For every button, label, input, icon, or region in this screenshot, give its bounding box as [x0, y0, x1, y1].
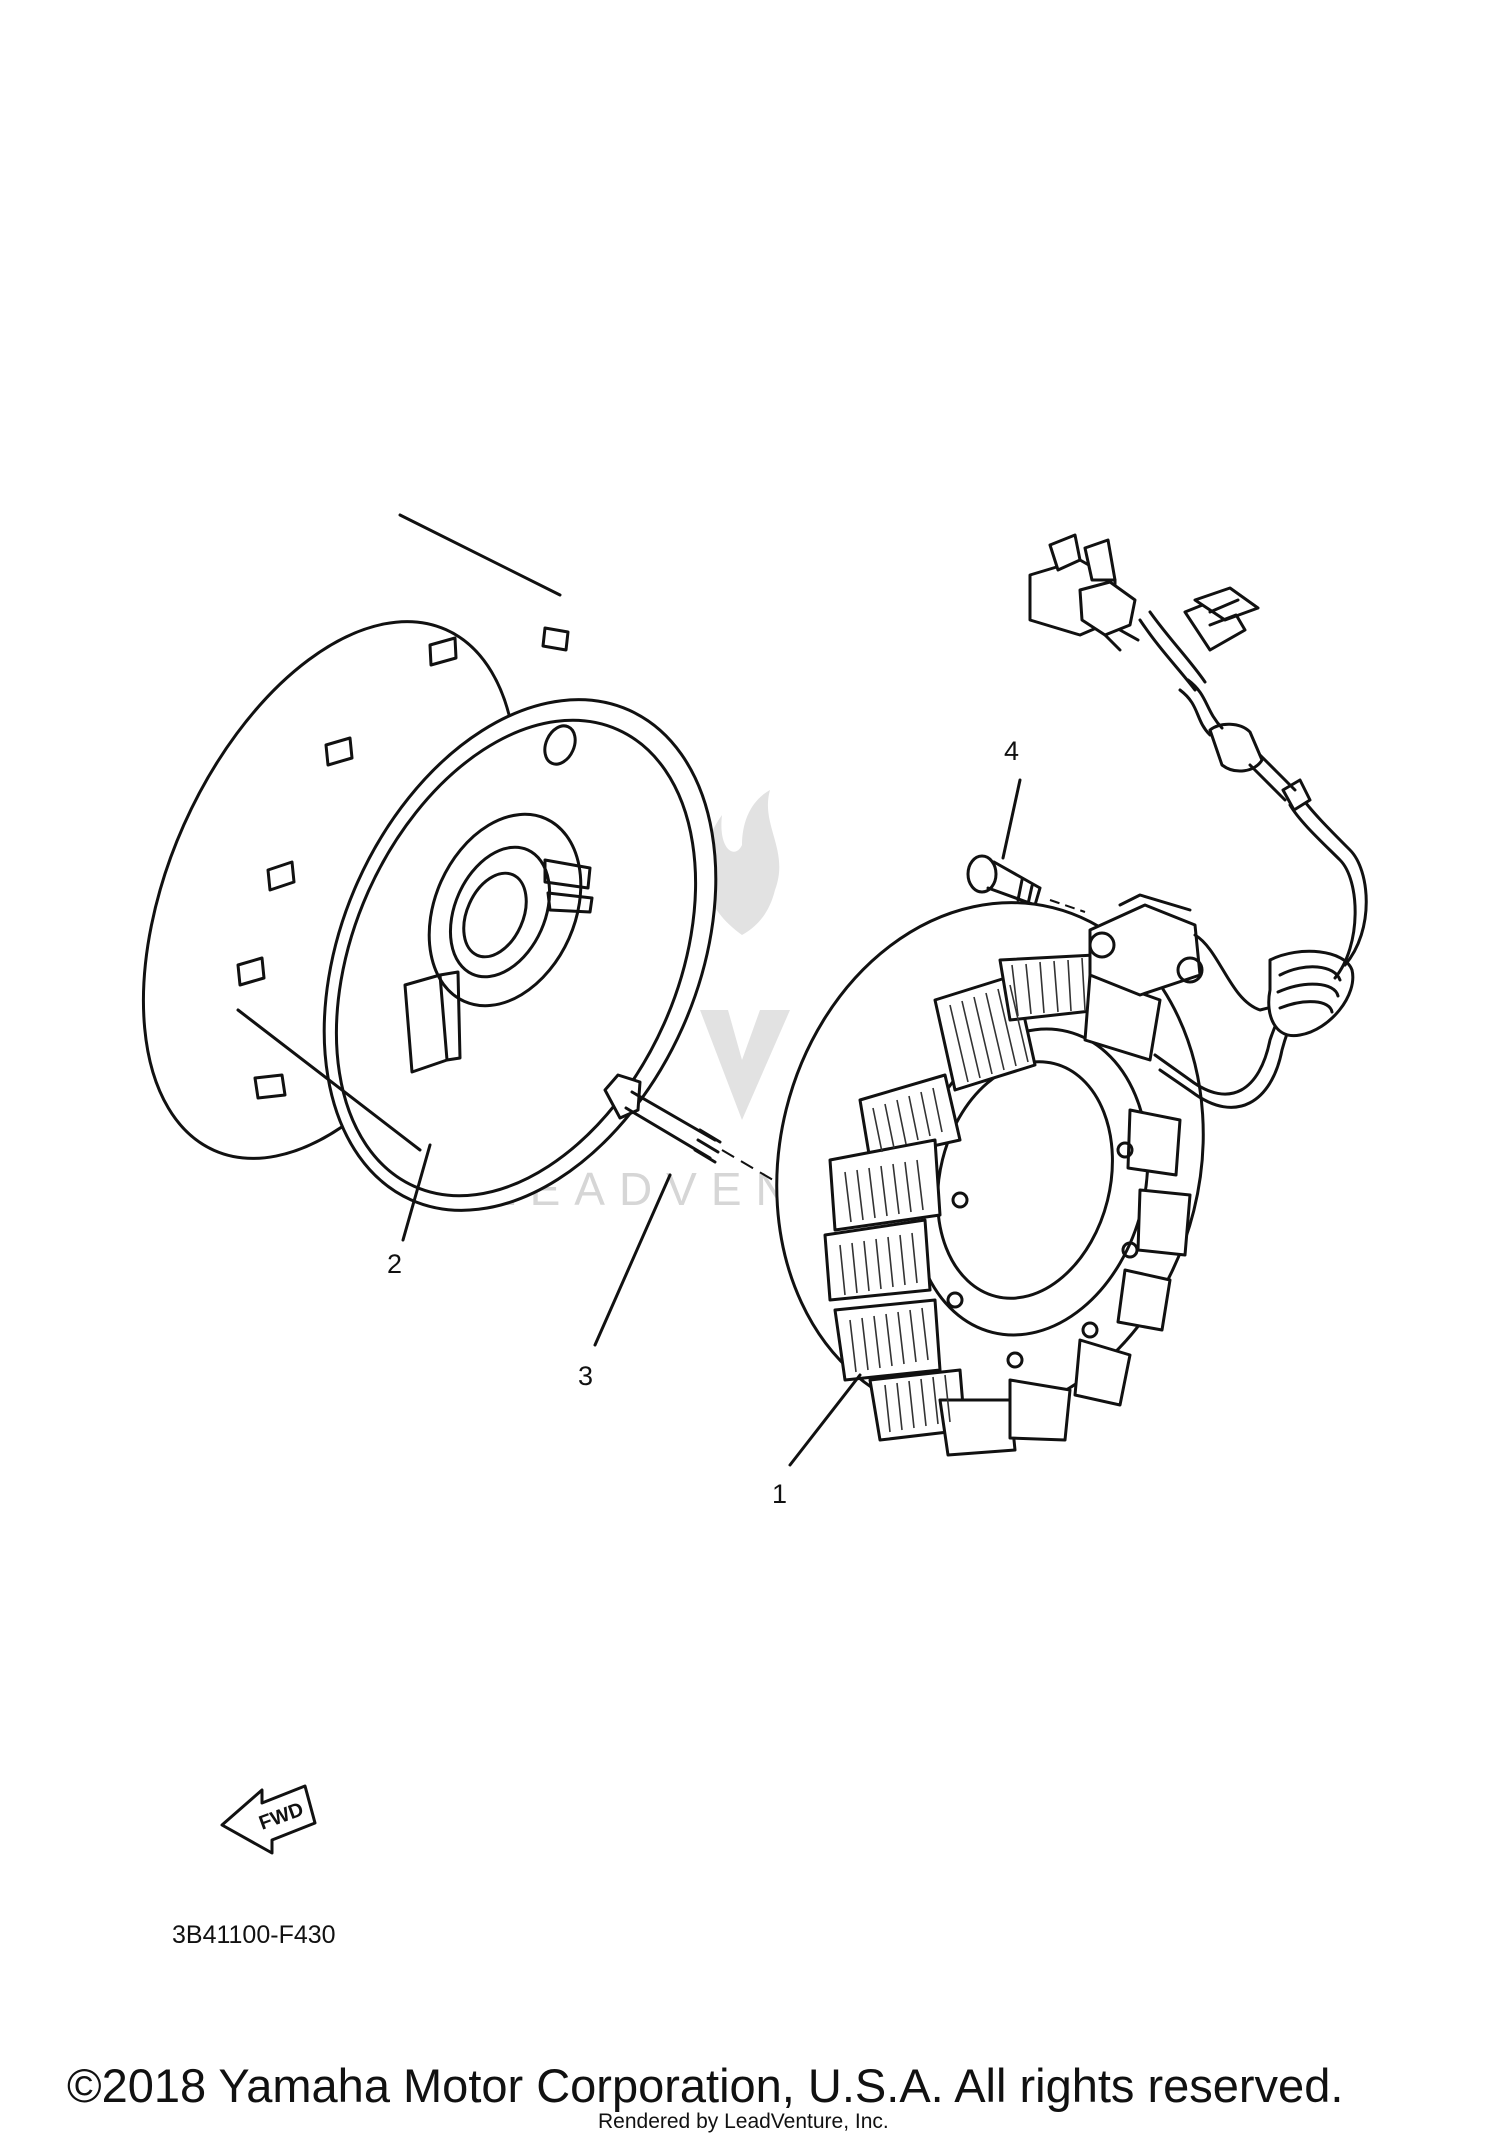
leader-screw: [1001, 778, 1022, 860]
rendered-by: Rendered by LeadVenture, Inc.: [598, 2110, 889, 2133]
callout-rotor: 2: [387, 1249, 402, 1279]
pickup-coil: [1088, 893, 1204, 997]
callout-stator: 1: [772, 1479, 787, 1509]
fwd-arrow-icon: [220, 1784, 317, 1855]
callout-bolt: 3: [578, 1361, 593, 1391]
connector-2pin: [1183, 586, 1260, 652]
fwd-direction-indicator: FWD: [220, 1784, 317, 1855]
connector-3pin: [1028, 533, 1140, 652]
leader-bolt: [593, 1173, 672, 1347]
part-code: 3B41100-F430: [172, 1921, 336, 1949]
stator-poles: [823, 953, 1192, 1457]
wire-harness: [1138, 610, 1368, 1109]
callout-screw: 4: [1004, 736, 1019, 766]
leader-stator: [788, 1373, 862, 1467]
screw: [966, 854, 1086, 913]
bolt: [603, 1073, 791, 1191]
stator-mount-holes: [946, 1141, 1139, 1369]
stator-winding-hatching: [839, 957, 1086, 1433]
stator-coil-assembly: [775, 533, 1368, 1457]
leader-lines: [401, 778, 1022, 1467]
leadventure-flame-logo: [700, 790, 790, 1120]
leader-rotor: [401, 1143, 432, 1242]
rotor-flywheel: [141, 513, 718, 1212]
copyright-notice: ©2018 Yamaha Motor Corporation, U.S.A. A…: [67, 2059, 1343, 2112]
